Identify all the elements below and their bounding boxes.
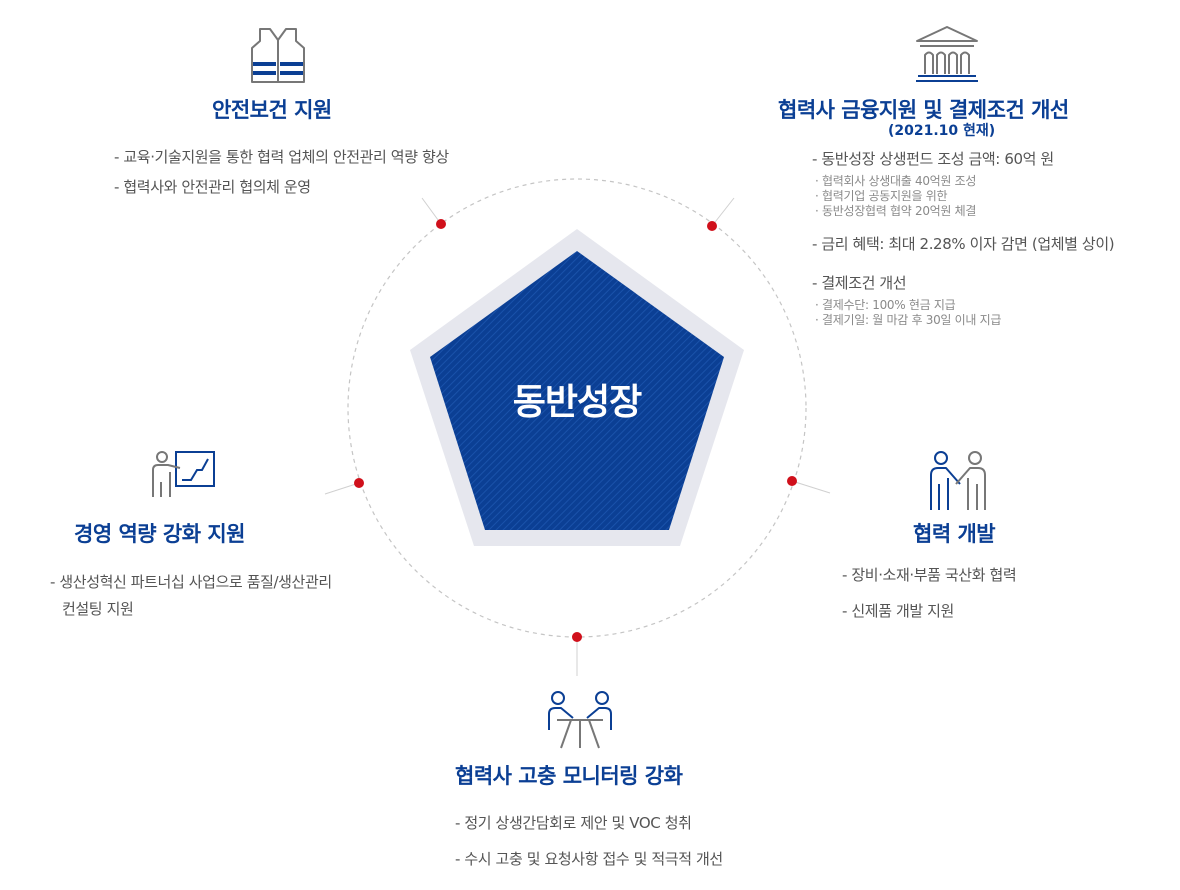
- finance-title: 협력사 금융지원 및 결제조건 개선: [778, 98, 1069, 122]
- safety-vest-icon: [251, 28, 305, 83]
- list-item: 금리 혜택: 최대 2.28% 이자 감면 (업체별 상이): [812, 233, 1114, 254]
- sub-item: 협력회사 상생대출 40억원 조성: [815, 174, 1114, 189]
- monitoring-title: 협력사 고충 모니터링 강화: [455, 764, 683, 788]
- management-title: 경영 역량 강화 지원: [74, 522, 246, 546]
- meeting-table-icon: [548, 691, 612, 749]
- safety-title: 안전보건 지원: [212, 98, 332, 122]
- list-item: 장비·소재·부품 국산화 협력: [842, 564, 1016, 585]
- development-title: 협력 개발: [913, 522, 996, 546]
- safety-list: 교육·기술지원을 통한 협력 업체의 안전관리 역량 향상 협력사와 안전관리 …: [114, 146, 449, 197]
- connector-line: [791, 480, 831, 494]
- connector-line: [711, 197, 735, 227]
- center-label: 동반성장: [512, 382, 642, 423]
- red-dot: [436, 219, 446, 229]
- dashed-ring: [347, 178, 807, 638]
- connector-line: [421, 197, 442, 225]
- list-item: 수시 고충 및 요청사항 접수 및 적극적 개선: [455, 848, 723, 869]
- monitoring-list: 정기 상생간담회로 제안 및 VOC 청취 수시 고충 및 요청사항 접수 및 …: [455, 812, 723, 869]
- list-item: 정기 상생간담회로 제안 및 VOC 청취: [455, 812, 723, 833]
- connector-line: [324, 482, 360, 495]
- red-dot: [707, 221, 717, 231]
- list-item: 신제품 개발 지원: [842, 600, 1016, 621]
- red-dot: [572, 632, 582, 642]
- bank-building-icon: [916, 26, 978, 82]
- sub-item: 결제기일: 월 마감 후 30일 이내 지급: [815, 313, 1114, 328]
- list-item: 결제조건 개선: [812, 272, 1114, 293]
- list-item: 컨설팅 지원: [62, 600, 134, 618]
- red-dot: [354, 478, 364, 488]
- sub-item: 동반성장협력 협약 20억원 체결: [815, 204, 1114, 219]
- management-list: 생산성혁신 파트너십 사업으로 품질/생산관리 컨설팅 지원: [50, 571, 332, 619]
- list-item: 협력사와 안전관리 협의체 운영: [114, 176, 449, 197]
- finance-subtitle: (2021.10 현재): [888, 123, 996, 139]
- presentation-chart-icon: [152, 451, 215, 497]
- development-list: 장비·소재·부품 국산화 협력 신제품 개발 지원: [842, 564, 1016, 621]
- list-item: 동반성장 상생펀드 조성 금액: 60억 원: [812, 148, 1114, 169]
- red-dot: [787, 476, 797, 486]
- two-people-handshake-icon: [930, 451, 986, 510]
- list-item: 생산성혁신 파트너십 사업으로 품질/생산관리: [50, 571, 332, 592]
- sub-item: 결제수단: 100% 현금 지급: [815, 298, 1114, 313]
- list-item: 교육·기술지원을 통한 협력 업체의 안전관리 역량 향상: [114, 146, 449, 167]
- sub-item: 협력기업 공동지원을 위한: [815, 189, 1114, 204]
- pentagon-inner: [430, 251, 724, 530]
- finance-list: 동반성장 상생펀드 조성 금액: 60억 원 협력회사 상생대출 40억원 조성…: [812, 148, 1114, 328]
